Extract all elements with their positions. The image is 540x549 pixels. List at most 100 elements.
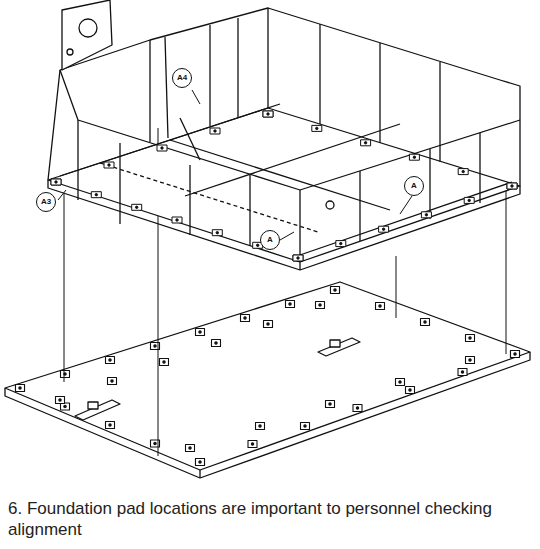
pad-bolt (469, 359, 471, 361)
pad (293, 255, 303, 261)
pad (511, 351, 520, 358)
pad-bolt (267, 113, 269, 115)
foundation-plate (5, 282, 530, 478)
pad (160, 359, 169, 366)
pad (51, 179, 61, 185)
pad-bolt (379, 305, 381, 307)
pad-bolt (154, 345, 156, 347)
pad (464, 197, 474, 203)
pad (106, 422, 115, 429)
pad (172, 217, 182, 223)
pad (301, 423, 310, 430)
callout-label: A (411, 182, 417, 190)
pad-bolt (199, 461, 201, 463)
pad (104, 162, 114, 168)
pad (186, 445, 195, 452)
pad (336, 241, 346, 247)
pad-bolt (216, 232, 218, 234)
pad (331, 287, 340, 294)
pad-bolt (257, 244, 259, 246)
pad (361, 140, 371, 146)
pad-bolt (176, 219, 178, 221)
pad-bolt (161, 147, 163, 149)
pad-bolt (469, 337, 471, 339)
pad-bolt (462, 170, 464, 172)
pad-bolt (329, 403, 331, 405)
pad (196, 459, 205, 466)
callout-circle: A3 (36, 192, 56, 212)
pad-bolt (364, 142, 366, 144)
pad-bolt (189, 447, 191, 449)
pad (196, 459, 205, 466)
pad (458, 169, 468, 175)
pad-bolt (468, 199, 470, 201)
pad (409, 154, 419, 160)
pad-bolt (334, 289, 336, 291)
callout-label: A (267, 236, 273, 244)
pad-bolt (55, 181, 57, 183)
rail-pads (75, 338, 360, 420)
pad-bolt (215, 342, 217, 344)
pad-bolt (514, 353, 516, 355)
pad-bolt (259, 425, 261, 427)
pad-bolt (297, 257, 299, 259)
pad-bolt (511, 185, 513, 187)
callout-leaders (58, 90, 412, 240)
pad-bolt (399, 381, 401, 383)
pad (196, 329, 205, 336)
pad (61, 371, 70, 378)
pad (379, 226, 389, 232)
pad (248, 441, 257, 448)
figure-caption: 6. Foundation pad locations are importan… (8, 498, 532, 540)
pad (286, 301, 295, 308)
pad (16, 385, 25, 392)
pad (108, 378, 117, 385)
pad (91, 192, 101, 198)
callout-circle: A (260, 230, 280, 250)
pad (16, 385, 25, 392)
pad-bolt (244, 317, 246, 319)
frame-bolt-pads (51, 111, 517, 261)
base-frame (48, 0, 520, 270)
pad-bolt (461, 371, 463, 373)
callout-label: A3 (41, 198, 51, 206)
pad (406, 387, 415, 394)
pad-bolt (199, 331, 201, 333)
callout-label: A4 (177, 74, 187, 82)
pad (376, 303, 385, 310)
pad-bolt (267, 323, 269, 325)
pad (421, 212, 431, 218)
pad-bolt (108, 164, 110, 166)
pad (326, 401, 335, 408)
pad (210, 128, 220, 134)
pad-bolt (109, 359, 111, 361)
pad (316, 302, 325, 309)
pad (421, 319, 430, 326)
foundation-pads (16, 287, 520, 466)
pad-bolt (511, 185, 513, 187)
pad-bolt (297, 257, 299, 259)
pad (241, 315, 250, 322)
pad-bolt (154, 442, 156, 444)
pad-bolt (55, 181, 57, 183)
pad-bolt (19, 387, 21, 389)
pad (212, 230, 222, 236)
pad-bolt (382, 228, 384, 230)
pad-bolt (163, 361, 165, 363)
pad-bolt (424, 321, 426, 323)
pad-bolt (304, 425, 306, 427)
pad-bolt (136, 206, 138, 208)
pad-bolt (316, 127, 318, 129)
pad-bolt (356, 407, 358, 409)
pad-bolt (413, 156, 415, 158)
pad-bolt (199, 461, 201, 463)
pad (458, 369, 467, 376)
callout-circle: A4 (172, 68, 192, 88)
pad (106, 357, 115, 364)
pad-bolt (409, 389, 411, 391)
pad (507, 183, 517, 189)
pad (511, 351, 520, 358)
pad (263, 111, 273, 117)
pad (157, 145, 167, 151)
